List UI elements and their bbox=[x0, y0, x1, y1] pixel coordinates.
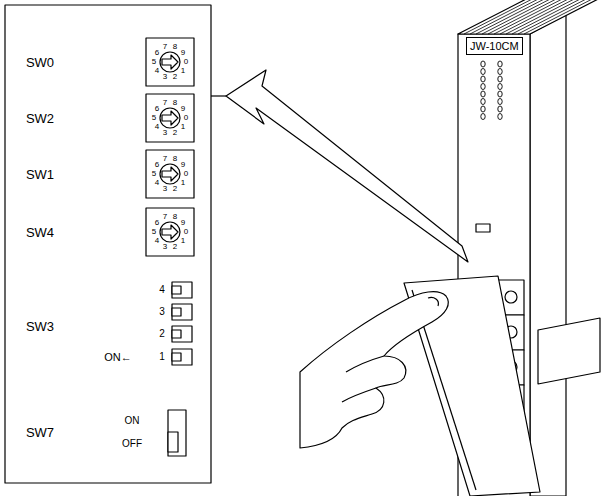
heat-sink bbox=[458, 0, 608, 34]
slide-knob bbox=[168, 432, 178, 452]
dial-digit: 8 bbox=[173, 155, 177, 163]
led bbox=[498, 91, 502, 97]
switch-label: 1 bbox=[158, 352, 166, 362]
finger-crease bbox=[342, 356, 384, 402]
model-label: JW-10CM bbox=[466, 37, 523, 55]
dial-digit: 3 bbox=[163, 129, 167, 137]
dial-digit: 4 bbox=[155, 179, 159, 187]
rotary-switches bbox=[146, 38, 194, 256]
dial-digit: 4 bbox=[155, 237, 159, 245]
led bbox=[481, 69, 485, 75]
dial-digit: 0 bbox=[184, 114, 188, 122]
switch-label: 4 bbox=[158, 285, 166, 295]
switch-label: SW4 bbox=[25, 226, 55, 239]
dial-digit: 6 bbox=[155, 161, 159, 169]
dial-digit: 1 bbox=[181, 179, 185, 187]
dial-digit: 4 bbox=[155, 123, 159, 131]
dial-digit: 8 bbox=[173, 43, 177, 51]
dial-digit: 0 bbox=[184, 170, 188, 178]
dial-digit: 1 bbox=[181, 237, 185, 245]
dial-digit: 2 bbox=[173, 243, 177, 251]
switch-label: SW3 bbox=[25, 320, 55, 333]
dial-digit: 8 bbox=[173, 213, 177, 221]
led bbox=[481, 76, 485, 82]
dial-digit: 2 bbox=[173, 73, 177, 81]
leader-line bbox=[211, 95, 226, 96]
model-name: JW-10CM bbox=[470, 40, 519, 52]
dial-digit: 3 bbox=[163, 73, 167, 81]
dial-digit: 4 bbox=[155, 67, 159, 75]
switch-label: SW2 bbox=[25, 112, 55, 125]
dial-digit: 0 bbox=[184, 58, 188, 66]
dial-digit: 7 bbox=[163, 99, 167, 107]
switch-label: SW0 bbox=[25, 56, 55, 69]
callout-arrow bbox=[226, 70, 468, 262]
rotary-switch bbox=[146, 150, 194, 198]
dial-digit: 2 bbox=[173, 185, 177, 193]
zoom-panel bbox=[5, 5, 211, 483]
led bbox=[498, 99, 502, 105]
led bbox=[481, 84, 485, 90]
dial-digit: 9 bbox=[181, 161, 185, 169]
dip-lever bbox=[172, 282, 192, 298]
led-column bbox=[481, 61, 502, 120]
dial-digit: 2 bbox=[173, 129, 177, 137]
led bbox=[481, 99, 485, 105]
switch-label: OFF bbox=[121, 439, 143, 449]
dial-digit: 5 bbox=[152, 58, 156, 66]
led bbox=[481, 114, 485, 120]
led bbox=[498, 106, 502, 112]
indicator-window bbox=[476, 224, 490, 232]
dial-digit: 6 bbox=[155, 219, 159, 227]
switch-label: ON bbox=[124, 416, 141, 426]
fingernail bbox=[428, 297, 438, 306]
dip-switch bbox=[172, 282, 192, 365]
dip-lever bbox=[172, 349, 192, 365]
led bbox=[498, 61, 502, 67]
switch-label: 2 bbox=[158, 329, 166, 339]
dial-digit: 3 bbox=[163, 185, 167, 193]
side-connector bbox=[538, 318, 600, 384]
led bbox=[481, 61, 485, 67]
dial-digit: 9 bbox=[181, 105, 185, 113]
switch-label: SW7 bbox=[25, 426, 55, 439]
switch-label: ON← bbox=[103, 352, 133, 363]
dial-digit: 8 bbox=[173, 99, 177, 107]
led bbox=[498, 84, 502, 90]
led bbox=[481, 106, 485, 112]
dial-digit: 5 bbox=[152, 114, 156, 122]
dial-digit: 5 bbox=[152, 228, 156, 236]
dial-digit: 1 bbox=[181, 67, 185, 75]
rotary-switch bbox=[146, 94, 194, 142]
dial-digit: 1 bbox=[181, 123, 185, 131]
dial-digit: 9 bbox=[181, 49, 185, 57]
dial-digit: 0 bbox=[184, 228, 188, 236]
rotary-switch bbox=[146, 208, 194, 256]
dial-digit: 7 bbox=[163, 155, 167, 163]
led bbox=[498, 69, 502, 75]
fin bbox=[524, 0, 602, 34]
dial-digit: 3 bbox=[163, 243, 167, 251]
finger bbox=[300, 292, 448, 448]
dial-digit: 7 bbox=[163, 213, 167, 221]
dip-lever bbox=[172, 304, 192, 320]
dial-digit: 6 bbox=[155, 49, 159, 57]
dial-digit: 5 bbox=[152, 170, 156, 178]
slide-switch bbox=[168, 410, 186, 456]
led bbox=[498, 114, 502, 120]
dial-digit: 6 bbox=[155, 105, 159, 113]
dial-digit: 7 bbox=[163, 43, 167, 51]
rotary-switch bbox=[146, 38, 194, 86]
switch-label: SW1 bbox=[25, 168, 55, 181]
led bbox=[481, 91, 485, 97]
heat-sink-fins bbox=[464, 0, 602, 34]
switch-label: 3 bbox=[158, 307, 166, 317]
dial-digit: 9 bbox=[181, 219, 185, 227]
led bbox=[498, 76, 502, 82]
dip-lever bbox=[172, 326, 192, 342]
module-side bbox=[530, 14, 566, 496]
